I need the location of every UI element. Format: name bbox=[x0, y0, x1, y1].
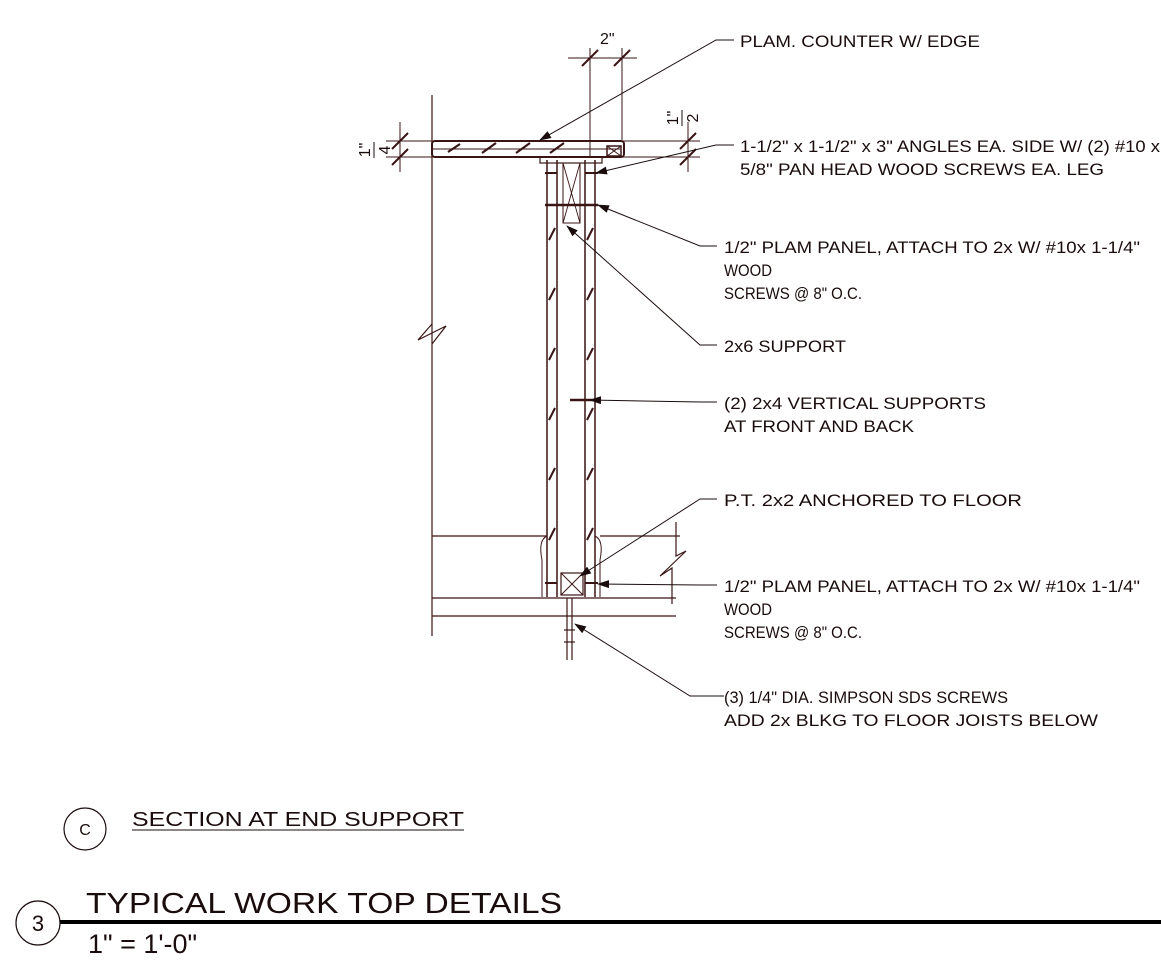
leader-plam-panel-top bbox=[597, 204, 717, 247]
counter-top bbox=[431, 140, 625, 164]
note-plam-counter: PLAM. COUNTER W/ EDGE bbox=[740, 32, 980, 51]
leader-vertical-supports bbox=[589, 396, 717, 405]
note-vertical-supports: (2) 2x4 VERTICAL SUPPORTS bbox=[724, 394, 986, 413]
note-plam-panel-top-line-2: WOOD bbox=[724, 261, 772, 280]
leader-2x6 bbox=[566, 225, 717, 346]
vertical-support bbox=[540, 160, 687, 604]
note-plam-panel-bottom-line-2: WOOD bbox=[724, 600, 772, 619]
section-tag-circle bbox=[63, 807, 107, 851]
callout-notes: PLAM. COUNTER W/ EDGE 1-1/2" x 1-1/2" x … bbox=[724, 32, 1161, 730]
note-sds-screws: (3) 1/4" DIA. SIMPSON SDS SCREWS bbox=[724, 688, 1008, 707]
dimension-top-thickness bbox=[386, 122, 432, 172]
section-tag-title: SECTION AT END SUPPORT bbox=[132, 809, 464, 831]
note-angles: 1-1/2" x 1-1/2" x 3" ANGLES EA. SIDE W/ … bbox=[740, 137, 1161, 156]
leader-lines bbox=[539, 39, 734, 697]
note-plam-panel-bottom: 1/2" PLAM PANEL, ATTACH TO 2x W/ #10x 1-… bbox=[724, 577, 1140, 596]
dimension-edge-height-label: 1" 2 bbox=[665, 110, 702, 126]
leader-counter bbox=[539, 39, 734, 141]
svg-text:1": 1" bbox=[357, 143, 374, 158]
detail-tag: 3 TYPICAL WORK TOP DETAILS 1" = 1'-0" bbox=[15, 888, 1161, 959]
svg-text:4: 4 bbox=[377, 145, 394, 154]
dimension-top-width bbox=[568, 48, 637, 158]
detail-tag-scale: 1" = 1'-0" bbox=[88, 929, 197, 959]
leader-pt-2x2 bbox=[579, 498, 717, 577]
note-sds-screws-line-2: ADD 2x BLKG TO FLOOR JOISTS BELOW bbox=[724, 711, 1098, 730]
section-tag: C SECTION AT END SUPPORT bbox=[63, 807, 464, 851]
note-angles-line-2: 5/8" PAN HEAD WOOD SCREWS EA. LEG bbox=[740, 160, 1104, 179]
wall-section bbox=[417, 95, 680, 636]
note-plam-panel-top: 1/2" PLAM PANEL, ATTACH TO 2x W/ #10x 1-… bbox=[724, 238, 1140, 257]
leader-angles bbox=[595, 144, 734, 175]
note-vertical-supports-line-2: AT FRONT AND BACK bbox=[724, 417, 915, 436]
note-plam-panel-top-line-3: SCREWS @ 8" O.C. bbox=[724, 284, 862, 303]
detail-tag-number: 3 bbox=[32, 911, 44, 936]
floor-slab bbox=[432, 597, 676, 660]
svg-text:2: 2 bbox=[685, 113, 702, 122]
leader-plam-panel-bottom bbox=[597, 580, 717, 589]
dimension-top-thickness-label: 1" 4 bbox=[357, 142, 394, 158]
note-pt-2x2: P.T. 2x2 ANCHORED TO FLOOR bbox=[724, 491, 1022, 510]
leader-sds-screws bbox=[574, 623, 724, 697]
detail-tag-title: TYPICAL WORK TOP DETAILS bbox=[86, 888, 562, 920]
svg-text:1": 1" bbox=[665, 111, 682, 126]
dimension-edge-height bbox=[620, 122, 700, 172]
note-2x6-support: 2x6 SUPPORT bbox=[724, 337, 846, 356]
section-tag-letter: C bbox=[79, 822, 91, 839]
note-plam-panel-bottom-line-3: SCREWS @ 8" O.C. bbox=[724, 623, 862, 642]
dimension-top-width-label: 2" bbox=[600, 31, 615, 48]
